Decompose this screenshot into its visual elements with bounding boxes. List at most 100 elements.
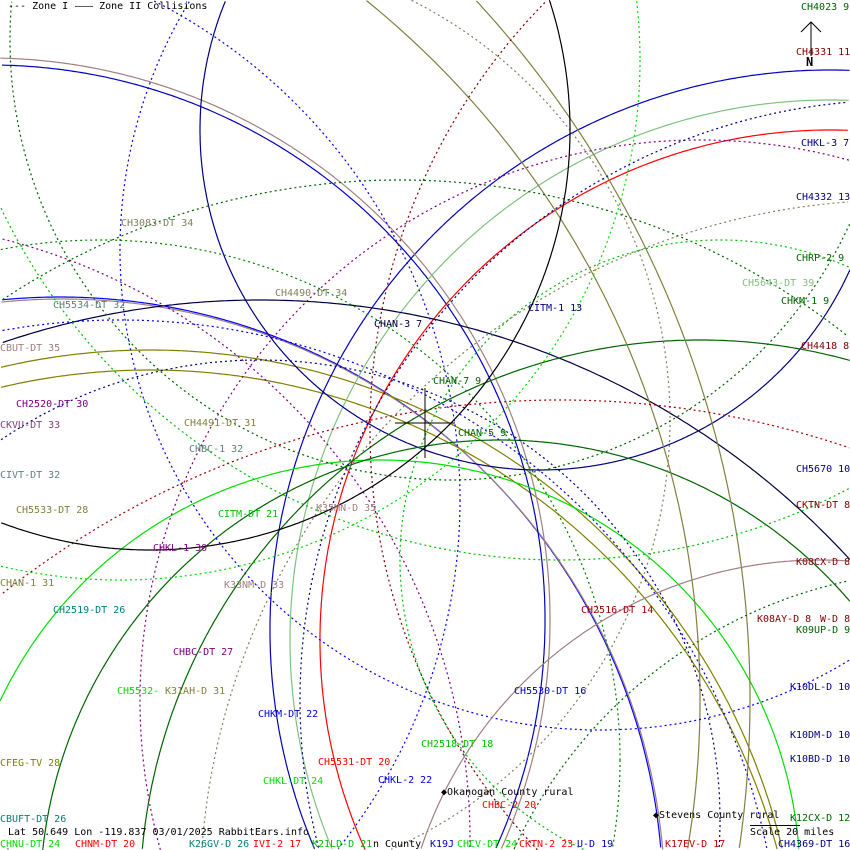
station-label[interactable]: CHBC-DT 27 — [173, 647, 234, 658]
station-label[interactable]: CH5531-DT 20 — [318, 757, 391, 768]
place-stevens: ◆Stevens County rural — [653, 810, 780, 821]
station-label[interactable]: CHRP-2 9 — [796, 253, 845, 264]
place-okanogan: ◆Okanogan County rural — [441, 787, 574, 798]
contour-arc — [2, 64, 546, 849]
contour-arc — [1, 0, 571, 551]
contour-arc — [1, 298, 664, 850]
station-label[interactable]: CBUT-DT 35 — [0, 343, 61, 354]
station-label[interactable]: CH3083-DT 34 — [121, 218, 194, 229]
station-label[interactable]: K10DM-D 10 — [790, 730, 850, 741]
station-label[interactable]: CHBC-2 20 — [482, 800, 537, 811]
contour-arc — [299, 101, 848, 848]
station-label[interactable]: CHBC-1 32 — [189, 444, 244, 455]
station-label[interactable]: CH4490-DT 34 — [275, 288, 348, 299]
station-label[interactable]: K08AY-D 8 — [757, 614, 812, 625]
station-label[interactable]: CKTN-2 23 — [519, 839, 574, 850]
station-label[interactable]: CH5530-DT 16 — [514, 686, 587, 697]
contour-arc — [399, 239, 850, 850]
station-label[interactable]: CHKL-1 30 — [153, 543, 208, 554]
contour-arc — [289, 99, 849, 850]
contour-arc — [0, 349, 783, 849]
station-label[interactable]: K10BD-D 10 — [790, 754, 850, 765]
station-label[interactable]: n County — [373, 839, 422, 850]
contour-arc — [319, 129, 848, 850]
coords-readout: Lat 50.649 Lon -119.837 03/01/2025 Rabbi… — [8, 827, 310, 838]
contour-arc — [141, 339, 850, 849]
station-label[interactable]: W-D 8 — [820, 614, 850, 625]
station-label[interactable]: K08CX-D 8 — [796, 557, 850, 568]
station-label[interactable]: CHAN-5 9 — [458, 428, 507, 439]
station-label[interactable]: CITM-DT 21 — [218, 509, 279, 520]
station-label[interactable]: CH2519-DT 26 — [53, 605, 126, 616]
station-label[interactable]: CKVU-DT 33 — [0, 420, 61, 431]
contour-arc — [269, 69, 850, 850]
station-label[interactable]: CH5534-DT 32 — [53, 300, 126, 311]
station-label[interactable]: CHKM-DT 22 — [258, 709, 319, 720]
station-label[interactable]: CKTN-DT 8 — [796, 500, 850, 511]
contour-arc — [366, 0, 701, 849]
station-label[interactable]: K21LD-D 21 — [312, 839, 373, 850]
station-label[interactable]: CH2516-DT 14 — [581, 605, 654, 616]
north-arrow-icon — [800, 21, 822, 56]
legend-zone2: ——— Zone II Collisions — [75, 1, 208, 12]
station-label[interactable]: CH4331 11 — [796, 47, 850, 58]
station-label[interactable]: K31AH-D 31 — [165, 686, 226, 697]
contour-arc — [2, 299, 850, 560]
station-label[interactable]: IVI-2 17 — [253, 839, 302, 850]
legend-zone1: --- Zone I — [8, 1, 69, 12]
contour-arc — [0, 359, 721, 849]
contour-arc — [201, 201, 849, 849]
station-label[interactable]: CH2518-DT 18 — [421, 739, 494, 750]
station-label[interactable]: CH5533-DT 28 — [16, 505, 89, 516]
station-label[interactable]: CH5532- — [117, 686, 160, 697]
contour-arc — [2, 319, 768, 849]
station-label[interactable]: K35MN-D 35 — [316, 503, 377, 514]
station-label[interactable]: CH4332 13 — [796, 192, 850, 203]
station-label[interactable]: CHNM-DT 20 — [75, 839, 136, 850]
scale-label: Scale 20 miles — [750, 827, 835, 838]
station-label[interactable]: CHAN-3 7 — [374, 319, 423, 330]
contour-arc — [2, 179, 849, 337]
contour-arc — [139, 139, 850, 850]
station-label[interactable]: U-D 19 — [577, 839, 614, 850]
station-label[interactable]: K17EV-D 17 — [665, 839, 726, 850]
station-label[interactable]: CHAN-1 31 — [0, 578, 55, 589]
station-label[interactable]: CH5670 10 — [796, 464, 850, 475]
station-label[interactable]: CH4418 8 — [801, 341, 850, 352]
station-label[interactable]: K09UP-D 9 — [796, 625, 850, 636]
station-label[interactable]: CITM-1 13 — [528, 303, 583, 314]
station-label[interactable]: CH4491-DT 31 — [184, 418, 257, 429]
station-label[interactable]: K26GV-D 26 — [189, 839, 250, 850]
station-label[interactable]: CH5643-DT 39 — [742, 278, 815, 289]
contour-arc — [1, 0, 671, 850]
station-label[interactable]: K12CX-D 12 — [790, 813, 850, 824]
place-name: Okanogan County rural — [447, 787, 574, 798]
contour-arc — [2, 238, 471, 849]
station-label[interactable]: CHKL-3 7 — [801, 138, 850, 149]
station-label[interactable]: CHCV-DT 24 — [457, 839, 518, 850]
station-label[interactable]: K19J — [430, 839, 455, 850]
station-label[interactable]: CHNU-DT 24 — [0, 839, 61, 850]
station-label[interactable]: CHAN-7 9 — [433, 376, 482, 387]
contour-arc — [2, 399, 850, 594]
scale-bar — [750, 825, 800, 826]
contour-arc — [119, 0, 850, 731]
station-label[interactable]: CH4369-DT 16 — [778, 839, 850, 850]
station-label[interactable]: CIVT-DT 32 — [0, 470, 61, 481]
station-label[interactable]: CH2520-DT 30 — [16, 399, 89, 410]
station-label[interactable]: K10DL-D 10 — [790, 682, 850, 693]
station-label[interactable]: CH4023 9 — [801, 2, 850, 13]
contour-arc — [420, 559, 850, 849]
station-label[interactable]: CHKM-1 9 — [781, 296, 830, 307]
contour-arc — [0, 1, 641, 581]
contour-arc — [199, 1, 850, 471]
north-label: N — [806, 55, 814, 69]
station-label[interactable]: CFEG-TV 28 — [0, 758, 61, 769]
station-label[interactable]: K33NM-D 33 — [224, 580, 285, 591]
contour-arc — [0, 206, 849, 561]
station-label[interactable]: CBUFT-DT 26 — [0, 814, 67, 825]
station-label[interactable]: CHKL-2 22 — [378, 775, 433, 786]
station-label[interactable]: CHKL-DT 24 — [263, 776, 324, 787]
